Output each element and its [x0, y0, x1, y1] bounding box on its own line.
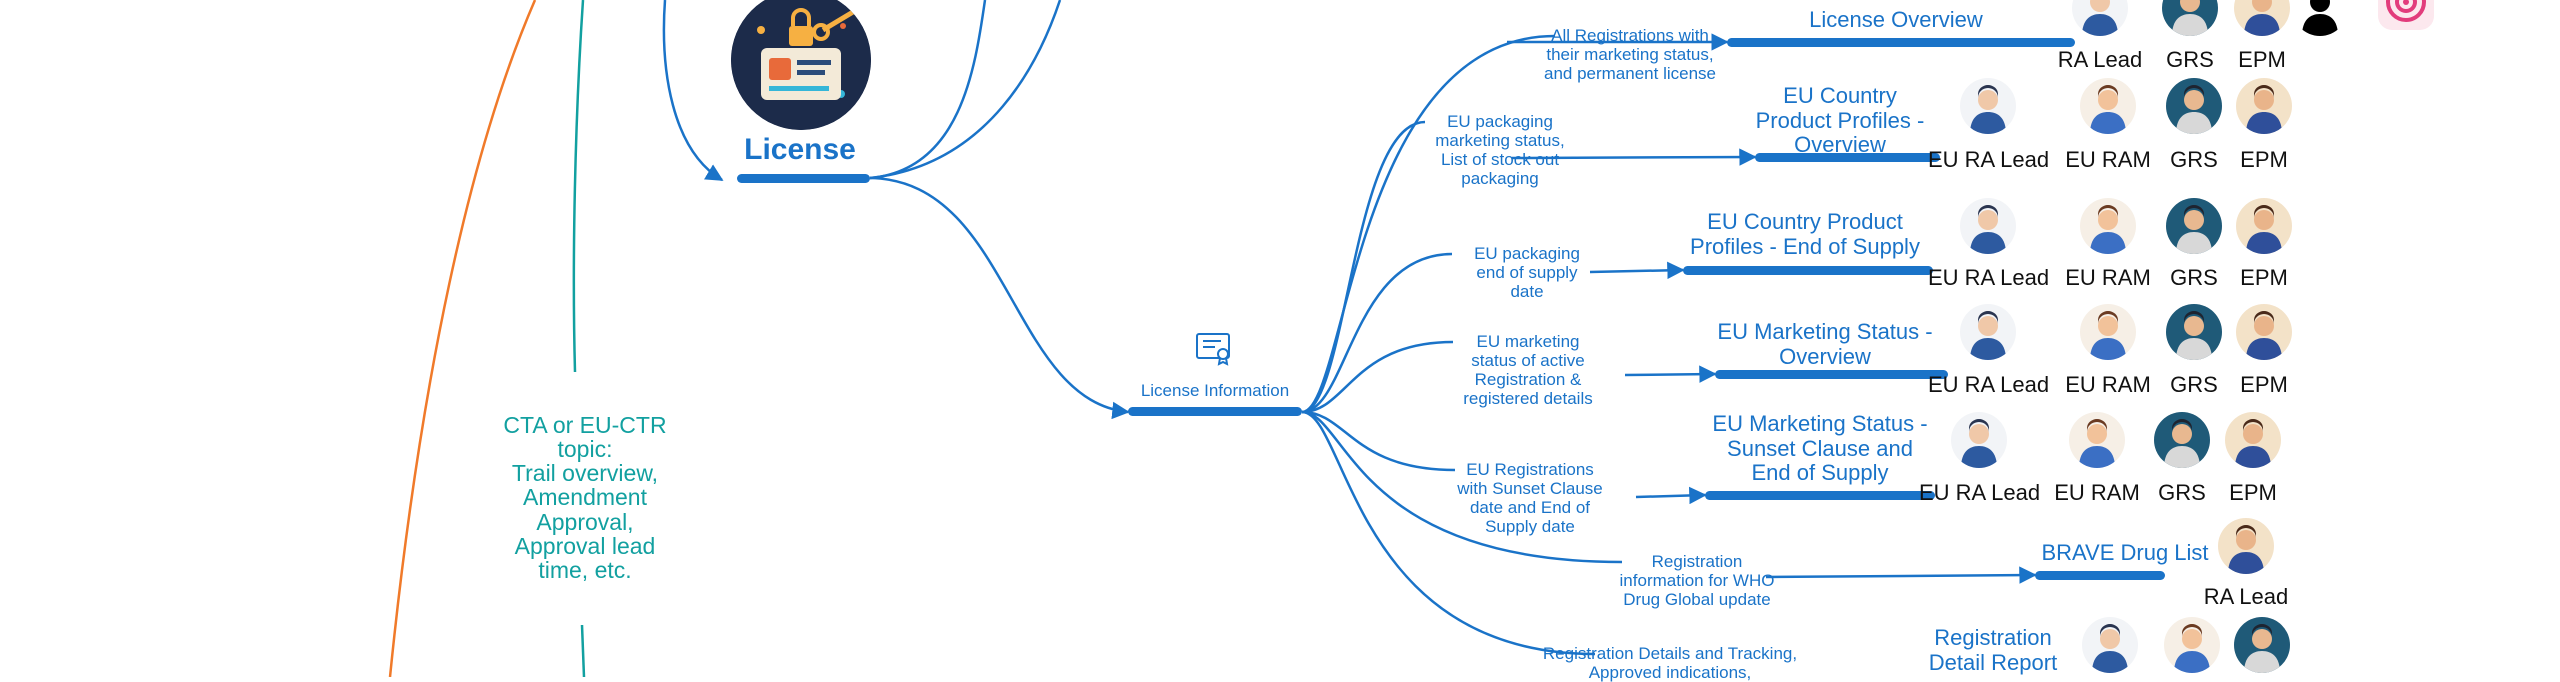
- branch-6-role-1: RA Lead: [2203, 584, 2289, 609]
- branch-2-role-3: GRS: [2170, 147, 2218, 172]
- branch-5-role-1: EU RA Lead: [1919, 480, 2041, 505]
- branch-2-avatar-1: [1960, 78, 2016, 134]
- branch-4-role-2: EU RAM: [2065, 372, 2151, 397]
- license-badge-image: [731, 0, 871, 130]
- branch-4-report-underline: [1715, 370, 1948, 379]
- branch-3-avatar-1: [1960, 198, 2016, 254]
- branch-5-avatar-3: [2154, 412, 2210, 468]
- branch-2-role-1: EU RA Lead: [1928, 147, 2050, 172]
- certificate-icon: [1196, 333, 1230, 366]
- target-app-icon: [2378, 0, 2434, 30]
- branch-4-avatar-4: [2236, 304, 2292, 360]
- branch-5-role-4: EPM: [2229, 480, 2277, 505]
- license-outgoing-line-2: [869, 0, 1062, 180]
- branch-3-role-3: GRS: [2170, 265, 2218, 290]
- branch-4-role-1: EU RA Lead: [1928, 372, 2050, 397]
- branch-5-arrow: [1635, 486, 1707, 505]
- license-outgoing-line-1: [869, 0, 987, 180]
- branch-1-role-3: EPM: [2238, 47, 2286, 72]
- branch-7-avatar-1: [2082, 617, 2138, 673]
- license-information-underline: [1128, 407, 1302, 416]
- branch-3-avatar-3: [2166, 198, 2222, 254]
- branch-7-description: Registration Details and Tracking,Approv…: [1542, 644, 1798, 682]
- branch-3-avatar-2: [2080, 198, 2136, 254]
- license-to-info-line: [869, 176, 1130, 420]
- branch-7-avatar-3: [2234, 617, 2290, 673]
- branch-5-avatar-1: [1951, 412, 2007, 468]
- hub-to-branch-6-line: [1301, 410, 1623, 564]
- branch-2-role-2: EU RAM: [2065, 147, 2151, 172]
- license-node-underline: [737, 174, 870, 183]
- branch-1-avatar-4: [2292, 0, 2348, 36]
- branch-2-avatar-4: [2236, 78, 2292, 134]
- branch-3-arrow: [1589, 261, 1685, 280]
- branch-5-report-underline: [1705, 491, 1935, 500]
- branch-4-role-3: GRS: [2170, 372, 2218, 397]
- branch-5-role-2: EU RAM: [2054, 480, 2140, 505]
- branch-1-report-underline: [1727, 38, 2075, 47]
- branch-5-avatar-2: [2069, 412, 2125, 468]
- branch-2-role-4: EPM: [2240, 147, 2288, 172]
- branch-7-avatar-2: [2164, 617, 2220, 673]
- branch-1-avatar-3: [2234, 0, 2290, 36]
- branch-2-report-underline: [1755, 153, 1940, 162]
- branch-edges: [1301, 33, 2037, 656]
- teal-branch-line-upper: [572, 0, 585, 373]
- branch-4-avatar-2: [2080, 304, 2136, 360]
- branch-1-report-title[interactable]: License Overview: [1809, 7, 1983, 32]
- hub-to-branch-2-line: [1301, 120, 1426, 414]
- license-node-label: License: [744, 133, 856, 166]
- teal-branch-line-lower: [580, 624, 586, 677]
- branch-2-avatar-2: [2080, 78, 2136, 134]
- id-card-lock-icon: [731, 0, 871, 130]
- branch-2-avatar-3: [2166, 78, 2222, 134]
- license-information-label: License Information: [1140, 381, 1290, 400]
- branch-4-role-4: EPM: [2240, 372, 2288, 397]
- branch-6-avatar-1: [2218, 518, 2274, 574]
- hub-to-branch-5-line: [1301, 410, 1456, 472]
- orange-branch-line: [388, 0, 537, 677]
- hub-to-branch-7-line: [1301, 410, 1596, 656]
- branch-4-arrow: [1624, 365, 1717, 383]
- hub-to-branch-1-line: [1301, 34, 1556, 414]
- hub-to-branch-4-line: [1301, 340, 1454, 414]
- hub-to-branch-3-line: [1301, 252, 1453, 414]
- branch-3-role-1: EU RA Lead: [1928, 265, 2050, 290]
- branch-3-avatar-4: [2236, 198, 2292, 254]
- branch-5-role-3: GRS: [2158, 480, 2206, 505]
- branch-3-report-underline: [1683, 266, 1933, 275]
- branch-4-avatar-1: [1960, 304, 2016, 360]
- branch-1-role-2: GRS: [2166, 47, 2214, 72]
- branch-4-avatar-3: [2166, 304, 2222, 360]
- branch-1-role-1: RA Lead: [2057, 47, 2143, 72]
- branch-3-role-2: EU RAM: [2065, 265, 2151, 290]
- branch-5-avatar-4: [2225, 412, 2281, 468]
- license-incoming-arrow: [662, 0, 724, 182]
- branch-2-arrow: [1511, 148, 1757, 166]
- branch-6-report-title[interactable]: BRAVE Drug List: [2041, 540, 2209, 565]
- branch-6-arrow: [1765, 566, 2037, 584]
- branch-3-role-4: EPM: [2240, 265, 2288, 290]
- branch-4-report-title[interactable]: EU Marketing Status -Overview: [1717, 319, 1933, 369]
- branch-6-report-underline: [2035, 571, 2165, 580]
